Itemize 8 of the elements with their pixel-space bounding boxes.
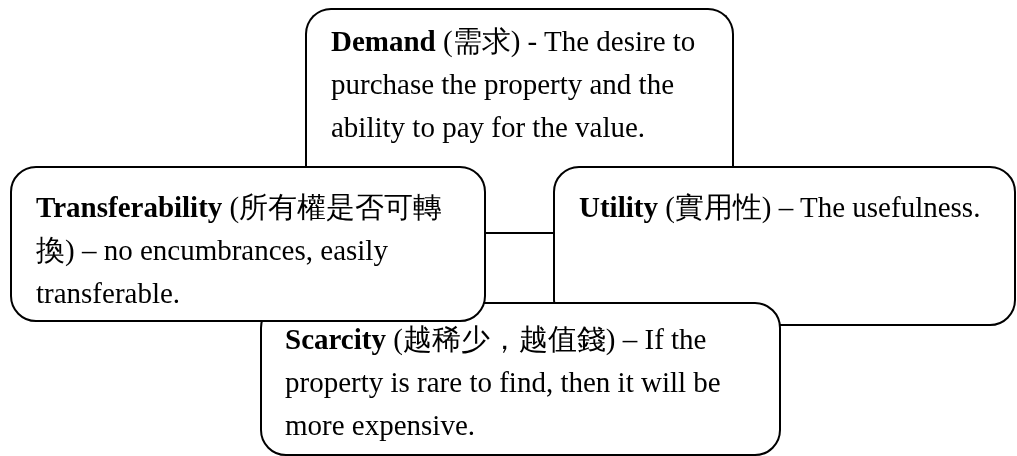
rounded-box: [260, 302, 781, 456]
description-text: Scarcity (越稀少，越值錢) – If the property is rare to find, then it will be more expensive.: [285, 322, 722, 443]
rounded-box: [10, 166, 486, 322]
rounded-box: [305, 8, 734, 166]
description-text: Utility (實用性) – The usefulness.: [579, 190, 982, 225]
description-text: Demand (需求) - The desire to purchase the property and the ability to pay for the value.: [331, 24, 697, 145]
rounded-box: [553, 166, 1016, 326]
description-text: Transferability (所有權是否可轉換) – no encumbrances, easily transferable.: [36, 190, 444, 311]
